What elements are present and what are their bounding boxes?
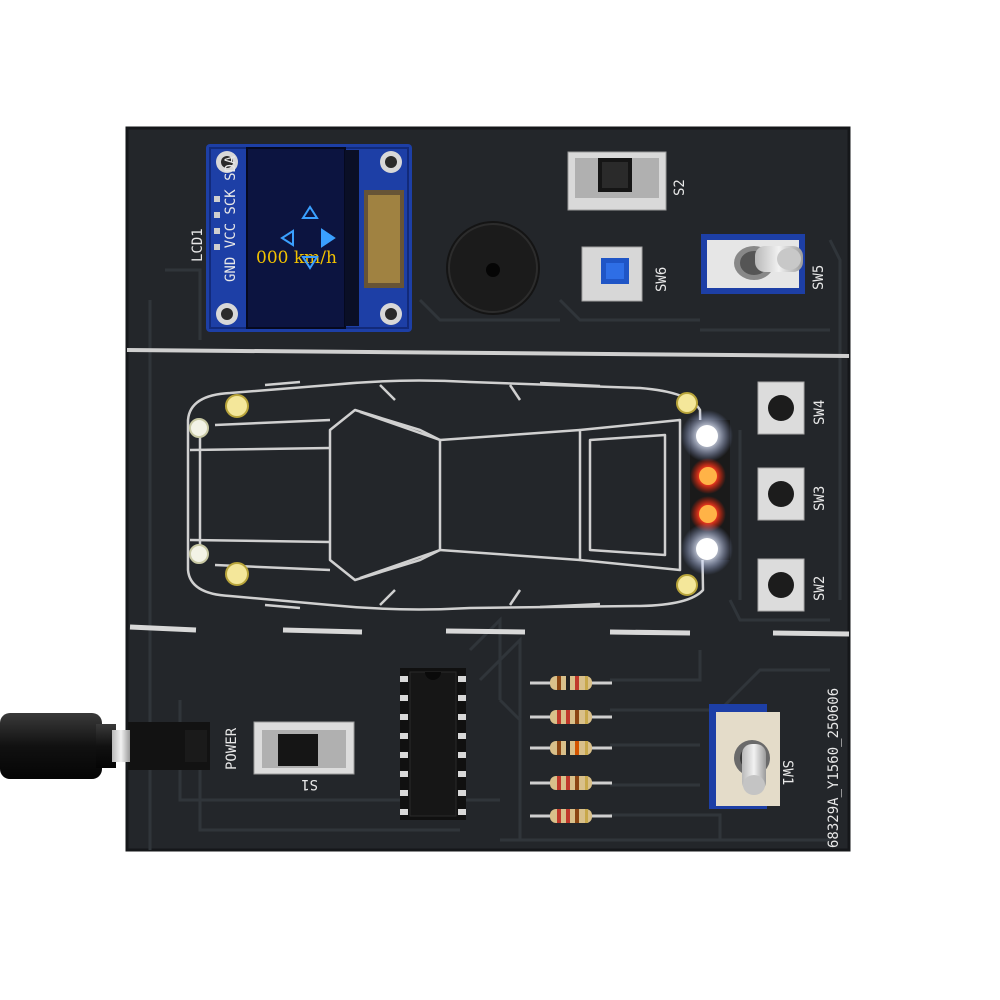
led-front-left-outer-lower	[189, 544, 209, 564]
power-cable-plug[interactable]	[0, 713, 130, 779]
rear-led-cluster	[681, 410, 733, 575]
board-id: 68329A_Y1560_250606	[826, 688, 842, 848]
label-sw4: SW4	[812, 400, 828, 425]
tactile-switch-sw3[interactable]	[757, 467, 805, 521]
label-sw5: SW5	[811, 265, 827, 290]
label-sw2: SW2	[812, 576, 828, 601]
label-power: POWER	[224, 727, 240, 770]
oled-module: GND VCC SCK SDA 000 km/h	[206, 144, 412, 332]
resistor-2	[530, 710, 612, 724]
resistors	[530, 676, 612, 823]
toggle-switch-sw5[interactable]	[701, 234, 805, 294]
buzzer	[446, 221, 540, 315]
label-sw6: SW6	[654, 267, 670, 292]
tactile-switch-sw4[interactable]	[757, 381, 805, 435]
dc-jack	[128, 722, 210, 770]
resistor-1	[530, 676, 612, 690]
led-front-left-upper	[225, 394, 249, 418]
lcd-pin-labels: GND VCC SCK SDA	[223, 155, 239, 282]
arrow-down-icon	[301, 256, 319, 270]
led-rear-right-upper	[676, 392, 698, 414]
led-rear-right-lower	[676, 574, 698, 596]
slide-switch-s1[interactable]	[253, 721, 355, 775]
toggle-switch-sw1[interactable]	[709, 704, 780, 809]
front-leds	[189, 392, 698, 596]
led-front-left-lower	[225, 562, 249, 586]
ic-chip	[400, 668, 466, 820]
resistor-4	[530, 776, 612, 790]
push-button-sw6[interactable]	[581, 246, 643, 302]
label-lcd1: LCD1	[190, 228, 206, 262]
road-dashes	[129, 624, 850, 637]
label-sw3: SW3	[812, 486, 828, 511]
label-s1: S1	[301, 776, 318, 792]
led-red-2	[699, 505, 717, 523]
tactile-switch-sw2[interactable]	[757, 558, 805, 612]
led-red-1	[699, 467, 717, 485]
label-s2: S2	[672, 179, 688, 196]
arrow-left-icon	[280, 229, 294, 247]
arrow-up-icon	[301, 205, 319, 219]
car-outline	[186, 379, 705, 611]
resistor-3	[530, 741, 612, 755]
oled-speed-text: 000 km/h	[256, 248, 337, 268]
led-front-left-outer-upper	[189, 418, 209, 438]
oled-arrows	[280, 205, 336, 270]
label-sw1: SW1	[779, 760, 795, 785]
arrow-right-icon	[321, 228, 336, 248]
resistor-5	[530, 809, 612, 823]
led-white-bottom	[696, 538, 718, 560]
slide-switch-s2[interactable]	[567, 151, 667, 211]
led-white-top	[696, 425, 718, 447]
